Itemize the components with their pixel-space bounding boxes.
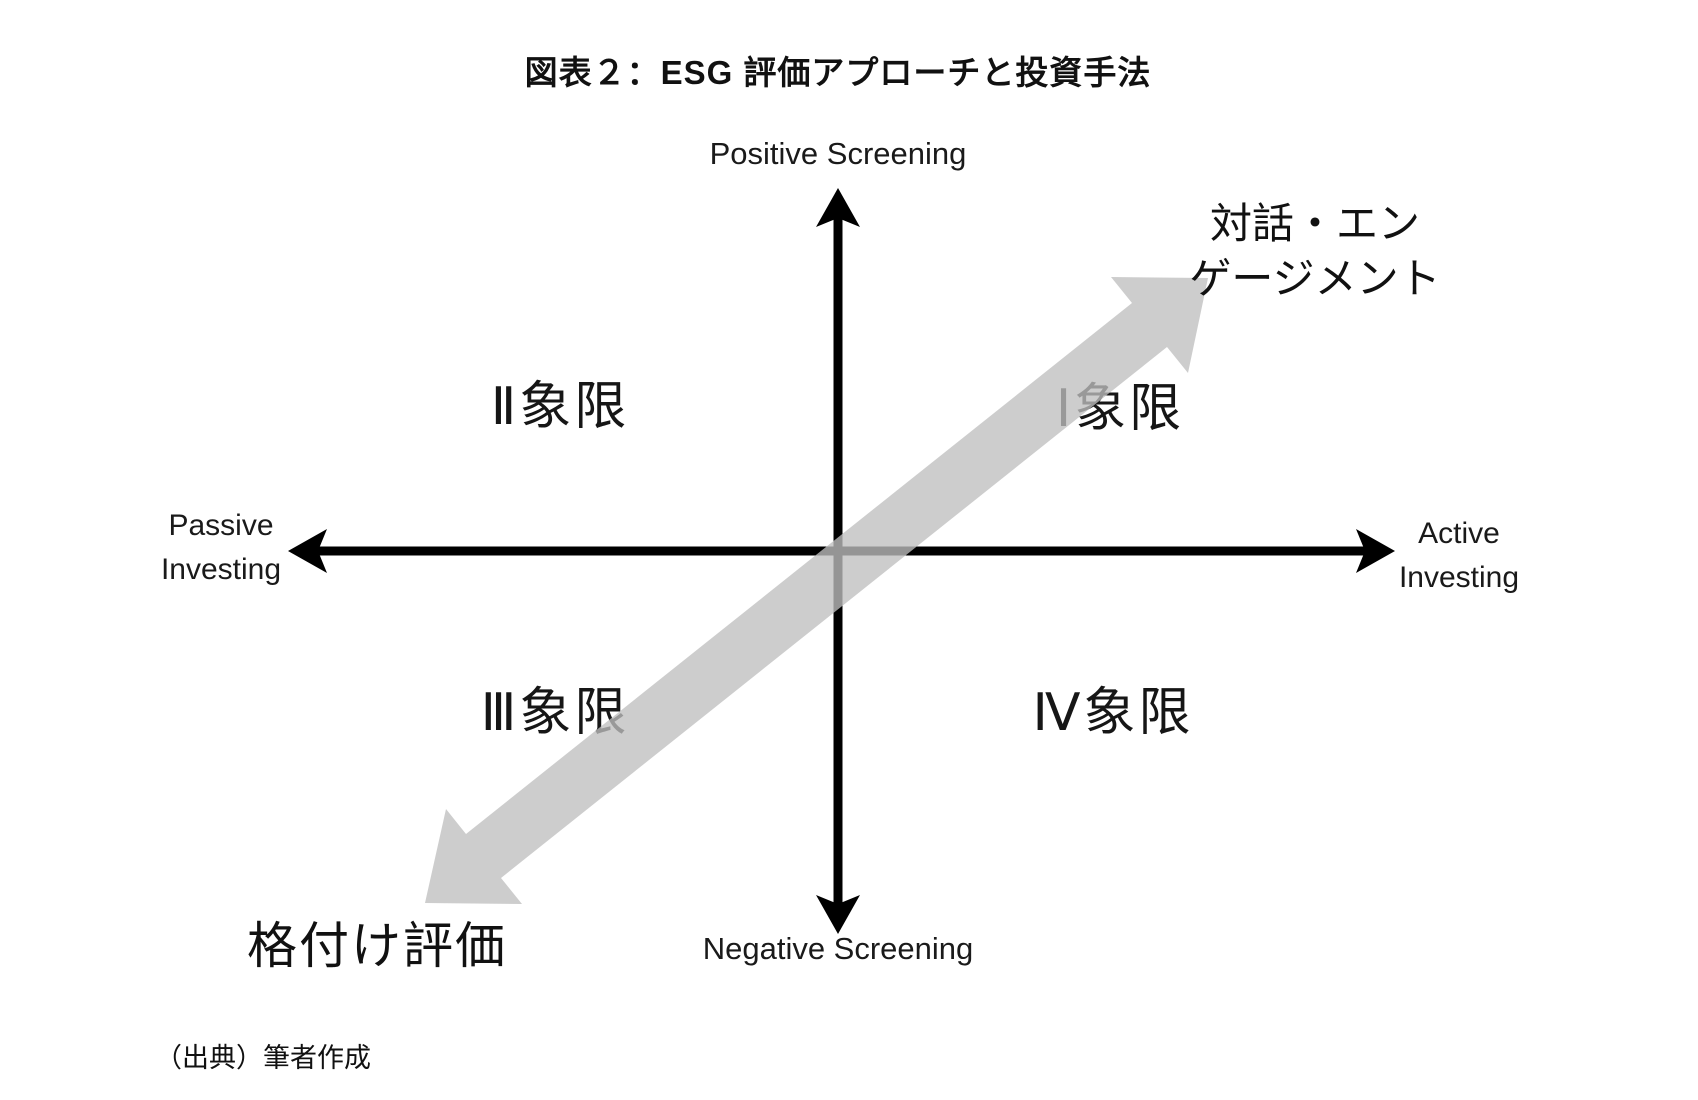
axis-label-positive-screening: Positive Screening xyxy=(709,136,967,171)
arrow-top-label-line1: 対話・エン xyxy=(1209,200,1420,247)
arrow-bottom-label-rating: 格付け評価 xyxy=(247,918,507,974)
axis-label-passive-line2: Investing xyxy=(160,553,282,586)
axis-label-active-investing: Active Investing xyxy=(1359,512,1559,600)
axis-label-passive-investing: Passive Investing xyxy=(121,504,321,592)
source-note: （出典）筆者作成 xyxy=(155,1043,371,1073)
axis-label-negative-screening: Negative Screening xyxy=(702,931,974,966)
quadrant-4-label: Ⅳ象限 xyxy=(1032,684,1194,742)
vertical-axis-top-arrowhead-icon xyxy=(816,188,860,227)
figure-title: 図表２：ESG 評価アプローチと投資手法 xyxy=(524,54,1152,91)
quadrant-2-label: Ⅱ象限 xyxy=(490,378,630,436)
arrow-top-label-engagement: 対話・エン ゲージメント xyxy=(1165,196,1465,306)
arrow-top-label-line2: ゲージメント xyxy=(1189,255,1441,302)
horizontal-axis-right-arrowhead-icon xyxy=(1356,529,1395,573)
axis-label-passive-line1: Passive xyxy=(168,509,274,542)
axis-label-active-line1: Active xyxy=(1418,517,1500,550)
axis-label-active-line2: Investing xyxy=(1398,561,1520,594)
vertical-axis-bottom-arrowhead-icon xyxy=(816,895,860,934)
horizontal-axis-left-arrowhead-icon xyxy=(288,529,327,573)
diagonal-double-arrow-icon xyxy=(425,277,1208,904)
